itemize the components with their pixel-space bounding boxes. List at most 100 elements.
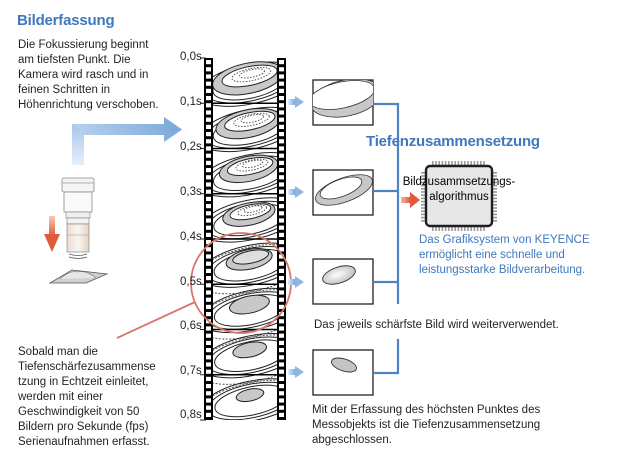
- sprocket-hole: [206, 74, 211, 79]
- final-text: Mit der Erfassung des höchsten Punktes d…: [312, 403, 540, 448]
- sprocket-hole: [206, 398, 211, 403]
- sprocket-hole: [206, 297, 211, 302]
- dotted-contour: [243, 205, 263, 213]
- chip-pin: [473, 161, 476, 166]
- film-frame: [213, 287, 277, 340]
- chip-pin: [492, 184, 497, 187]
- focus-band: [229, 294, 270, 315]
- chip-label: Bildzusammsetzungs- algorithmus: [392, 175, 526, 205]
- sprocket-hole: [206, 110, 211, 115]
- focus-band: [232, 341, 268, 359]
- chip-pin: [421, 213, 426, 216]
- sprocket-hole: [279, 225, 284, 230]
- sprocket-hole: [279, 384, 284, 389]
- sprocket-hole: [279, 348, 284, 353]
- time-label: 0,2s: [180, 141, 202, 153]
- sprocket-hole: [206, 67, 211, 72]
- sprocket-hole: [206, 182, 211, 187]
- chip-pin: [470, 226, 472, 231]
- contour-line: [213, 291, 277, 330]
- chip-pin: [421, 194, 426, 196]
- sprocket-hole: [206, 340, 211, 345]
- sprocket-hole: [206, 312, 211, 317]
- sprocket-hole: [279, 355, 284, 360]
- sprocket-hole: [206, 153, 211, 158]
- sprocket-hole: [206, 103, 211, 108]
- chip-pin: [492, 220, 497, 222]
- sprocket-hole: [206, 168, 211, 173]
- sprocket-hole: [279, 88, 284, 93]
- chip-pin: [492, 213, 497, 216]
- dotted-contour: [240, 114, 265, 124]
- sprocket-hole: [206, 196, 211, 201]
- sprocket-hole: [206, 348, 211, 353]
- chip-pin: [473, 226, 476, 231]
- sprocket-hole: [206, 160, 211, 165]
- captured-image-2: [312, 169, 374, 216]
- chip-pin: [454, 161, 456, 166]
- chip-pin: [438, 226, 440, 231]
- chip-pin: [492, 216, 497, 219]
- sprocket-hole: [206, 261, 211, 266]
- sprocket-hole: [279, 398, 284, 403]
- note-line: Geschwindigkeit von 50: [18, 406, 140, 418]
- sprocket-hole: [206, 96, 211, 101]
- sprocket-hole: [279, 96, 284, 101]
- chip-pin: [467, 161, 469, 166]
- sprocket-hole: [279, 240, 284, 245]
- dotted-contour: [231, 66, 272, 83]
- camera-to-film-arrow: [72, 117, 182, 165]
- sprocket-hole: [279, 139, 284, 144]
- time-label: 0,5s: [180, 276, 202, 288]
- sprocket-hole: [206, 283, 211, 288]
- sprocket-hole: [279, 81, 284, 86]
- film-frame: [213, 333, 277, 385]
- sprocket-hole: [206, 369, 211, 374]
- focus-band-inner: [229, 203, 272, 221]
- note-line: Bildern pro Sekunde (fps): [18, 421, 149, 433]
- sprocket-hole: [279, 283, 284, 288]
- sprocket-hole: [206, 132, 211, 137]
- captured-image-4: [312, 349, 374, 396]
- arrow-right-red-icon: [401, 192, 420, 208]
- sprocket-hole: [279, 312, 284, 317]
- processor-chip-icon: [421, 161, 497, 231]
- sprocket-hole: [279, 261, 284, 266]
- chip-pin: [480, 226, 482, 231]
- contour-line: [213, 245, 277, 285]
- sprocket-hole: [206, 124, 211, 129]
- sprocket-hole: [206, 240, 211, 245]
- film-frame: [213, 152, 277, 198]
- chip-pin: [451, 226, 453, 231]
- sprocket-hole: [279, 67, 284, 72]
- arrow-right-icon: [288, 276, 304, 288]
- sprocket-hole: [279, 268, 284, 273]
- intro-line: Die Fokussierung beginnt: [18, 39, 149, 51]
- chip-pin: [464, 161, 466, 166]
- dotted-contour: [239, 68, 265, 79]
- time-label: 0,8s: [180, 409, 202, 421]
- chip-pin: [444, 226, 447, 231]
- sprocket-hole: [279, 218, 284, 223]
- sprocket-hole: [206, 139, 211, 144]
- sprocket-hole: [279, 117, 284, 122]
- sprocket-hole: [279, 196, 284, 201]
- note-line: Sobald man die: [18, 346, 98, 358]
- chip-pin: [448, 161, 450, 166]
- arrow-right-icon: [288, 96, 304, 108]
- intro-text: Die Fokussierung beginnt am tiefsten Pun…: [18, 38, 159, 113]
- arrow-down-icon: [44, 216, 60, 252]
- sprocket-hole: [206, 326, 211, 331]
- chip-pin: [444, 161, 447, 166]
- chip-pin: [421, 210, 426, 212]
- sprocket-hole: [279, 132, 284, 137]
- captured-image-3: [312, 258, 374, 305]
- chip-pin: [435, 226, 437, 231]
- chip-pin: [492, 210, 497, 212]
- sprocket-hole: [206, 225, 211, 230]
- chip-pin: [492, 194, 497, 196]
- time-label: 0,0s: [180, 51, 202, 63]
- sprocket-hole: [206, 412, 211, 417]
- sprocket-hole: [206, 290, 211, 295]
